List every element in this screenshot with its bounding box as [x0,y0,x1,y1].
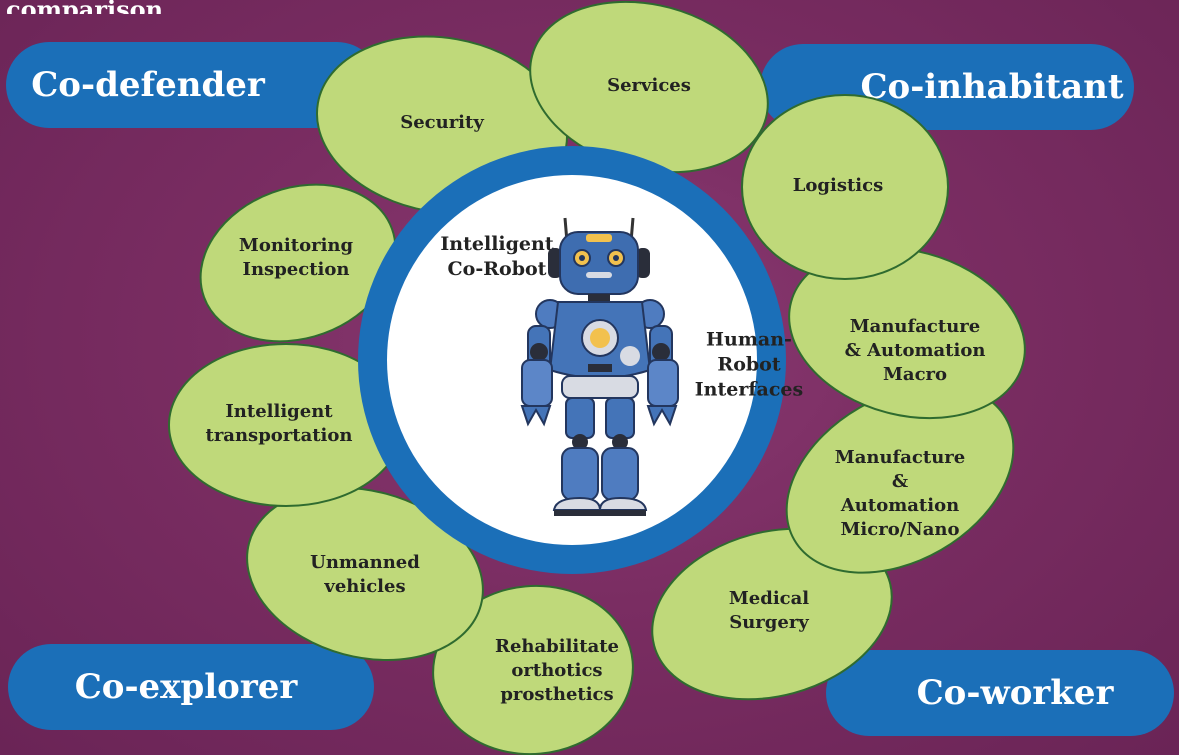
role-co-worker: Co-worker [826,650,1174,736]
petal-manufacture-macro [788,246,1026,420]
petal-unmanned [246,487,484,661]
center-label-human-robot-interfaces: Human- Robot Interfaces [694,328,804,401]
petal-rehab [432,584,634,755]
role-co-defender-label: Co-defender [31,65,265,105]
petal-label-unmanned: Unmanned vehicles [310,552,420,597]
petal-label-monitoring: Monitoring Inspection [238,235,354,280]
robot-illustration [520,217,679,516]
role-co-explorer-label: Co-explorer [74,667,298,707]
petal-label-manufacture-micro: Manufacture & Automation Micro/Nano [834,447,966,540]
petal-monitoring [199,183,397,343]
petal-label-manufacture-macro: Manufacture & Automation Macro [844,316,986,385]
petal-manufacture-micro [785,384,1015,574]
role-co-explorer: Co-explorer [8,644,374,730]
petal-medical [651,527,893,701]
role-co-inhabitant-label: Co-inhabitant [860,67,1124,107]
petal-label-transportation: Intelligent transportation [205,401,353,446]
petal-logistics [741,94,949,280]
petal-label-medical: Medical Surgery [728,588,810,633]
center-label-intelligent-co-robot: Intelligent Co-Robot [440,233,554,280]
petal-label-logistics: Logistics [792,175,884,196]
role-co-worker-label: Co-worker [916,673,1114,713]
header-text-fragment: comparison [0,0,163,14]
petal-label-rehab: Rehabilitate orthotics prosthetics [494,636,620,705]
petal-label-services: Services [607,75,691,96]
petal-label-security: Security [400,112,484,133]
